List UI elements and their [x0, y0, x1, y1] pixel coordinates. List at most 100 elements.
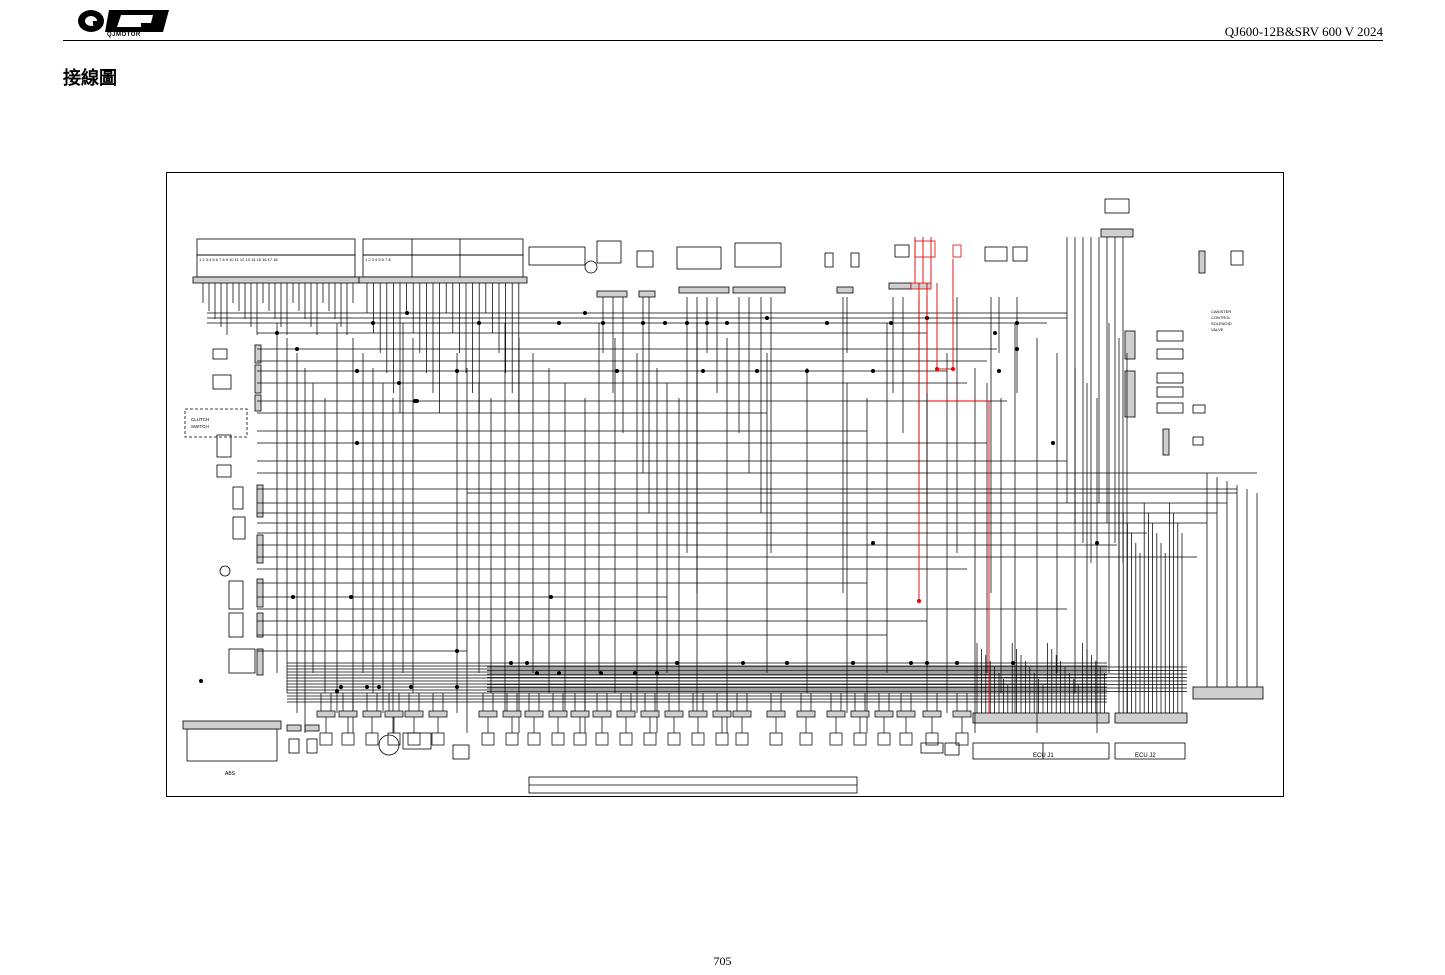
connector — [481, 732, 495, 746]
junction — [741, 661, 745, 665]
connector — [527, 732, 541, 746]
junction — [335, 689, 339, 693]
connector — [643, 732, 657, 746]
connector — [922, 710, 942, 718]
connector — [387, 732, 401, 746]
connector — [715, 732, 729, 746]
connector — [478, 710, 498, 718]
junction — [615, 369, 619, 373]
connector — [925, 732, 939, 746]
connector — [338, 710, 358, 718]
connector — [732, 710, 752, 718]
junction — [455, 369, 459, 373]
connector — [502, 710, 522, 718]
junction — [997, 369, 1001, 373]
connector — [570, 710, 590, 718]
connector — [952, 710, 972, 718]
junction — [993, 331, 997, 335]
connector — [573, 732, 587, 746]
junction — [633, 671, 637, 675]
junction — [705, 321, 709, 325]
junction — [455, 685, 459, 689]
junction — [655, 671, 659, 675]
connector — [688, 710, 708, 718]
junction — [557, 671, 561, 675]
junction — [1011, 661, 1015, 665]
junction — [535, 671, 539, 675]
junction — [685, 321, 689, 325]
connector — [664, 710, 684, 718]
connector — [769, 732, 783, 746]
connector — [735, 732, 749, 746]
connector — [548, 710, 568, 718]
connector — [619, 732, 633, 746]
clutch-switch-label: CLUTCH — [191, 417, 209, 422]
junction — [663, 321, 667, 325]
junction — [295, 347, 299, 351]
connector — [899, 732, 913, 746]
connector — [796, 710, 816, 718]
junction — [909, 661, 913, 665]
connector — [853, 732, 867, 746]
junction — [785, 661, 789, 665]
junction — [825, 321, 829, 325]
canister-label-3: SOLENOID — [1211, 321, 1232, 326]
section-title: 接線圖 — [63, 68, 117, 89]
connector — [428, 710, 448, 718]
junction — [275, 331, 279, 335]
junction — [549, 595, 553, 599]
document-title: QJ600-12B&SRV 600 V 2024 — [1224, 24, 1383, 39]
junction — [455, 649, 459, 653]
connector — [640, 710, 660, 718]
junction — [765, 316, 769, 320]
junction — [601, 321, 605, 325]
wiring-diagram: CLUTCH SWITCH ECU J1 ECU J2 ABS 1 2 3 4 … — [166, 172, 1284, 797]
junction — [477, 321, 481, 325]
ecu-j1-label: ECU J1 — [1033, 753, 1054, 759]
junction — [371, 321, 375, 325]
connector — [365, 732, 379, 746]
connector — [826, 710, 846, 718]
left-terminal-numbers: 1 2 3 4 5 6 7 8 9 10 11 12 13 14 15 16 1… — [199, 257, 278, 262]
connector — [431, 732, 445, 746]
junction — [413, 399, 417, 403]
connector — [524, 710, 544, 718]
junction — [291, 595, 295, 599]
junction — [355, 441, 359, 445]
connector — [404, 710, 424, 718]
junction — [871, 369, 875, 373]
junction — [889, 321, 893, 325]
junction — [509, 661, 513, 665]
junction — [955, 661, 959, 665]
junction — [1095, 541, 1099, 545]
junction — [701, 369, 705, 373]
junction — [805, 369, 809, 373]
canister-label-4: VALVE — [1211, 327, 1224, 332]
page-number: 705 — [713, 954, 732, 968]
junction — [917, 599, 921, 603]
connector — [595, 732, 609, 746]
connector — [316, 710, 336, 718]
page-header: QJMOTOR QJ600-12B&SRV 600 V 2024 — [63, 6, 1383, 41]
connector — [592, 710, 612, 718]
connector — [766, 710, 786, 718]
junction — [599, 671, 603, 675]
connector — [850, 710, 870, 718]
junction — [871, 541, 875, 545]
junction — [405, 311, 409, 315]
connector — [955, 732, 969, 746]
ecu-j2-label: ECU J2 — [1135, 753, 1156, 759]
junction — [355, 369, 359, 373]
connector — [319, 732, 333, 746]
junction — [851, 661, 855, 665]
junction — [409, 685, 413, 689]
connector — [799, 732, 813, 746]
connector — [384, 710, 404, 718]
canister-label-2: CONTROL — [1211, 315, 1231, 320]
junction — [397, 381, 401, 385]
connector — [691, 732, 705, 746]
junction — [557, 321, 561, 325]
junction — [725, 321, 729, 325]
wiring-diagram-canvas: CLUTCH SWITCH ECU J1 ECU J2 ABS 1 2 3 4 … — [182, 198, 1264, 794]
connector — [896, 710, 916, 718]
